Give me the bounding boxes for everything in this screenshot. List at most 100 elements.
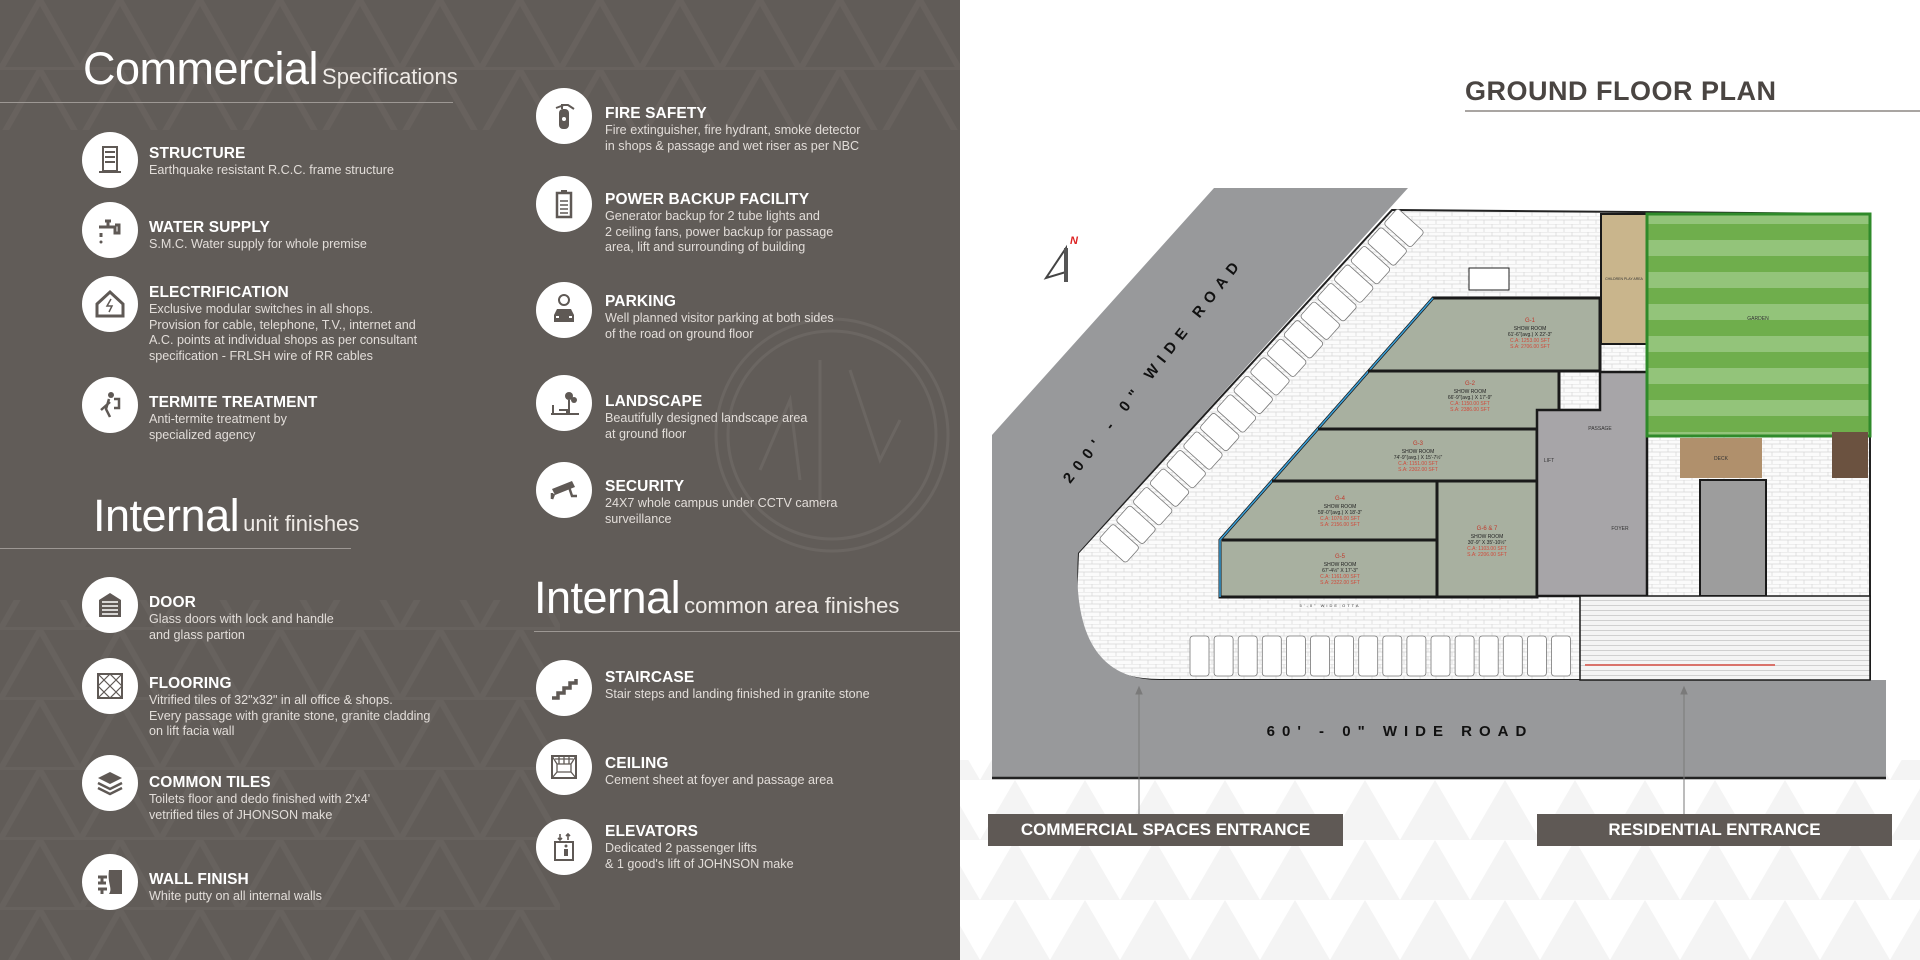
spec-title: PARKING [605,293,677,310]
showroom-ca-label: C.A: 1253.00 SFT [1510,338,1550,344]
spec-description: Anti-termite treatment by specialized ag… [149,412,287,442]
spec-title: FLOORING [149,675,232,692]
parking-slot [1406,635,1427,677]
showroom-id-label: G-3 [1413,441,1424,447]
heading-sub: common area finishes [684,593,900,618]
spec-title: CEILING [605,755,669,772]
showroom-id-label: G-6 & 7 [1477,526,1498,532]
spec-description: Vitrified tiles of 32"x32" in all office… [149,693,431,739]
parking-slot [1430,635,1451,677]
basement-ramp [1699,479,1767,597]
deck [1680,438,1762,478]
showroom-ca-label: C.A: 1151.00 SFT [1398,461,1438,467]
spec-description: White putty on all internal walls [149,889,322,903]
spec-title: COMMON TILES [149,774,271,791]
showroom-id-label: G-1 [1525,318,1536,324]
showroom-sa-label: S.A: 2706.00 SFT [1510,344,1550,350]
showroom-size-label: 30'-9" X 35'-10½" [1468,539,1507,546]
spec-description: S.M.C. Water supply for whole premise [149,237,367,251]
foyer-label: FOYER [1611,526,1629,532]
showroom-ca-label: C.A: 1076.00 SFT [1320,516,1360,522]
parking-slot [1149,468,1190,507]
heading-main: Commercial [83,43,319,94]
spec-description: Glass doors with lock and handle and gla… [149,612,334,642]
showroom-size-label: 61'-6"(avg.) X 22'-3" [1508,332,1553,338]
landscape-icon [536,375,592,431]
cctv-camera-icon [536,462,592,518]
spec-title: SECURITY [605,478,685,495]
building-icon [82,132,138,188]
parking-slot [1099,524,1139,563]
logo-watermark [714,317,950,553]
staircase-top [1468,267,1510,291]
parking-slot [1502,635,1523,677]
residential-entrance-label: RESIDENTIAL ENTRANCE [1537,814,1892,846]
showroom-size-label: 74'-9"(avg.) X 15'-7½" [1394,454,1443,461]
showroom-size-label: 67'-4½" X 17'-3" [1322,567,1358,574]
parking-slot [1310,635,1330,677]
spec-title: ELECTRIFICATION [149,284,289,301]
parking-slot [1478,635,1499,677]
parking-slot [1213,635,1234,677]
lift-label: LIFT [1544,458,1554,464]
heading-divider [534,631,960,632]
spec-title: TERMITE TREATMENT [149,394,318,411]
heading-divider [0,102,453,103]
garden-label: GARDEN [1747,316,1769,322]
floor-tiles-icon [82,658,138,714]
spec-description: 24X7 whole campus under CCTV camera surv… [605,496,838,526]
showroom-id-label: G-2 [1465,381,1476,387]
showroom-size-label: 66'-9"(avg.) X 17'-9" [1448,395,1493,401]
parking-slot [1350,246,1391,285]
wall-icon [82,854,138,910]
otta-line [1219,297,1434,597]
parking-slot [1286,635,1306,677]
water-tap-icon [82,202,138,258]
showroom-walls [1222,369,1600,597]
parking-slot [1216,394,1257,433]
pest-spray-icon [82,377,138,433]
showroom-type-label: SHOW ROOM [1324,504,1357,510]
spec-title: LANDSCAPE [605,393,703,410]
children-play-area [1600,213,1648,345]
spec-description: Generator backup for 2 tube lights and 2… [605,209,834,255]
spec-description: Earthquake resistant R.C.C. frame struct… [149,163,394,177]
spec-description: Toilets floor and dedo finished with 2'x… [149,792,371,822]
plan-title-divider [1465,110,1920,112]
parking-slot [1367,227,1407,266]
parking-slot [1233,375,1273,414]
parking-slot [1317,283,1357,322]
north-label: N [1070,235,1079,247]
parking-slot [1189,635,1210,677]
spec-title: STAIRCASE [605,669,695,686]
north-arrow-icon: N [1043,235,1079,282]
parking-slot [1166,450,1206,489]
staircase-icon [536,660,592,716]
commercial-entrance-label: COMMERCIAL SPACES ENTRANCE [988,814,1343,846]
showroom-type-label: SHOW ROOM [1471,534,1504,540]
showroom-id-label: G-5 [1335,554,1346,560]
showroom-ca-label: C.A: 1103.00 SFT [1467,546,1507,552]
showroom-sa-label: S.A: 2386.00 SFT [1450,407,1490,413]
showroom-sa-label: S.A: 2206.00 SFT [1467,552,1507,558]
play-area-label: CHILDREN PLAY AREA [1605,277,1643,281]
spec-description: Fire extinguisher, fire hydrant, smoke d… [605,123,861,153]
spec-title: FIRE SAFETY [605,105,707,122]
parking-slot [1133,487,1173,526]
ceiling-icon [536,739,592,795]
parking-slot [1267,338,1307,377]
bottom-parking-row [1189,635,1571,677]
spec-description: Stair steps and landing finished in gran… [605,687,870,701]
showroom-ca-label: C.A: 1150.00 SFT [1450,401,1490,407]
garden [1645,212,1872,438]
showroom-sa-label: S.A: 2156.00 SFT [1320,522,1360,528]
spec-title: WALL FINISH [149,871,249,888]
heading-divider [0,548,351,549]
showroom-type-label: SHOW ROOM [1402,449,1435,455]
parking-slot [1454,635,1475,677]
